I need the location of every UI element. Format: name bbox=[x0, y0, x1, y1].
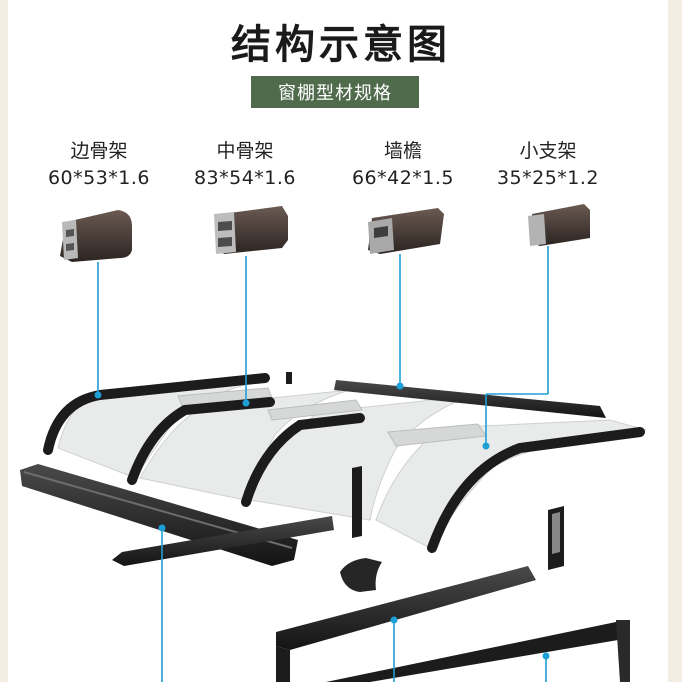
end-cap bbox=[340, 558, 382, 592]
top-bracket-piece bbox=[286, 372, 292, 384]
subtitle-badge: 窗棚型材规格 bbox=[251, 76, 419, 108]
spec-name: 小支架 bbox=[519, 140, 577, 162]
spec-side-rib: 边骨架 60*53*1.6 bbox=[24, 138, 174, 192]
bottom-rail-post bbox=[616, 620, 630, 682]
leader-dots bbox=[94, 382, 550, 660]
spec-name: 边骨架 bbox=[70, 140, 128, 162]
leader-lines bbox=[97, 246, 549, 682]
lower-rail-left bbox=[112, 516, 334, 566]
spec-name: 墙檐 bbox=[383, 140, 422, 162]
spec-size: 35*25*1.2 bbox=[496, 167, 600, 189]
bottom-rail bbox=[326, 622, 630, 682]
spec-size: 66*42*1.5 bbox=[351, 167, 455, 189]
wall-eave-profile-icon bbox=[368, 208, 444, 254]
small-bracket-slot bbox=[552, 512, 560, 554]
side-rib-profile-icon bbox=[60, 210, 132, 262]
spec-size: 83*54*1.6 bbox=[193, 167, 297, 189]
lower-rail-right bbox=[276, 566, 536, 682]
spec-middle-rib: 中骨架 83*54*1.6 bbox=[170, 138, 320, 192]
page-title: 结构示意图 bbox=[231, 22, 451, 68]
small-bracket-vertical bbox=[352, 466, 362, 538]
left-margin-strip bbox=[0, 0, 8, 682]
right-margin-strip bbox=[668, 0, 682, 682]
small-bracket-profile-icon bbox=[528, 204, 590, 246]
spec-size: 60*53*1.6 bbox=[47, 167, 151, 189]
spec-name: 中骨架 bbox=[216, 140, 274, 162]
wall-eave-rail bbox=[334, 380, 606, 418]
middle-rib-profile-icon bbox=[214, 206, 288, 254]
spec-small-bracket: 小支架 35*25*1.2 bbox=[473, 138, 623, 192]
spec-wall-eave: 墙檐 66*42*1.5 bbox=[328, 138, 478, 192]
